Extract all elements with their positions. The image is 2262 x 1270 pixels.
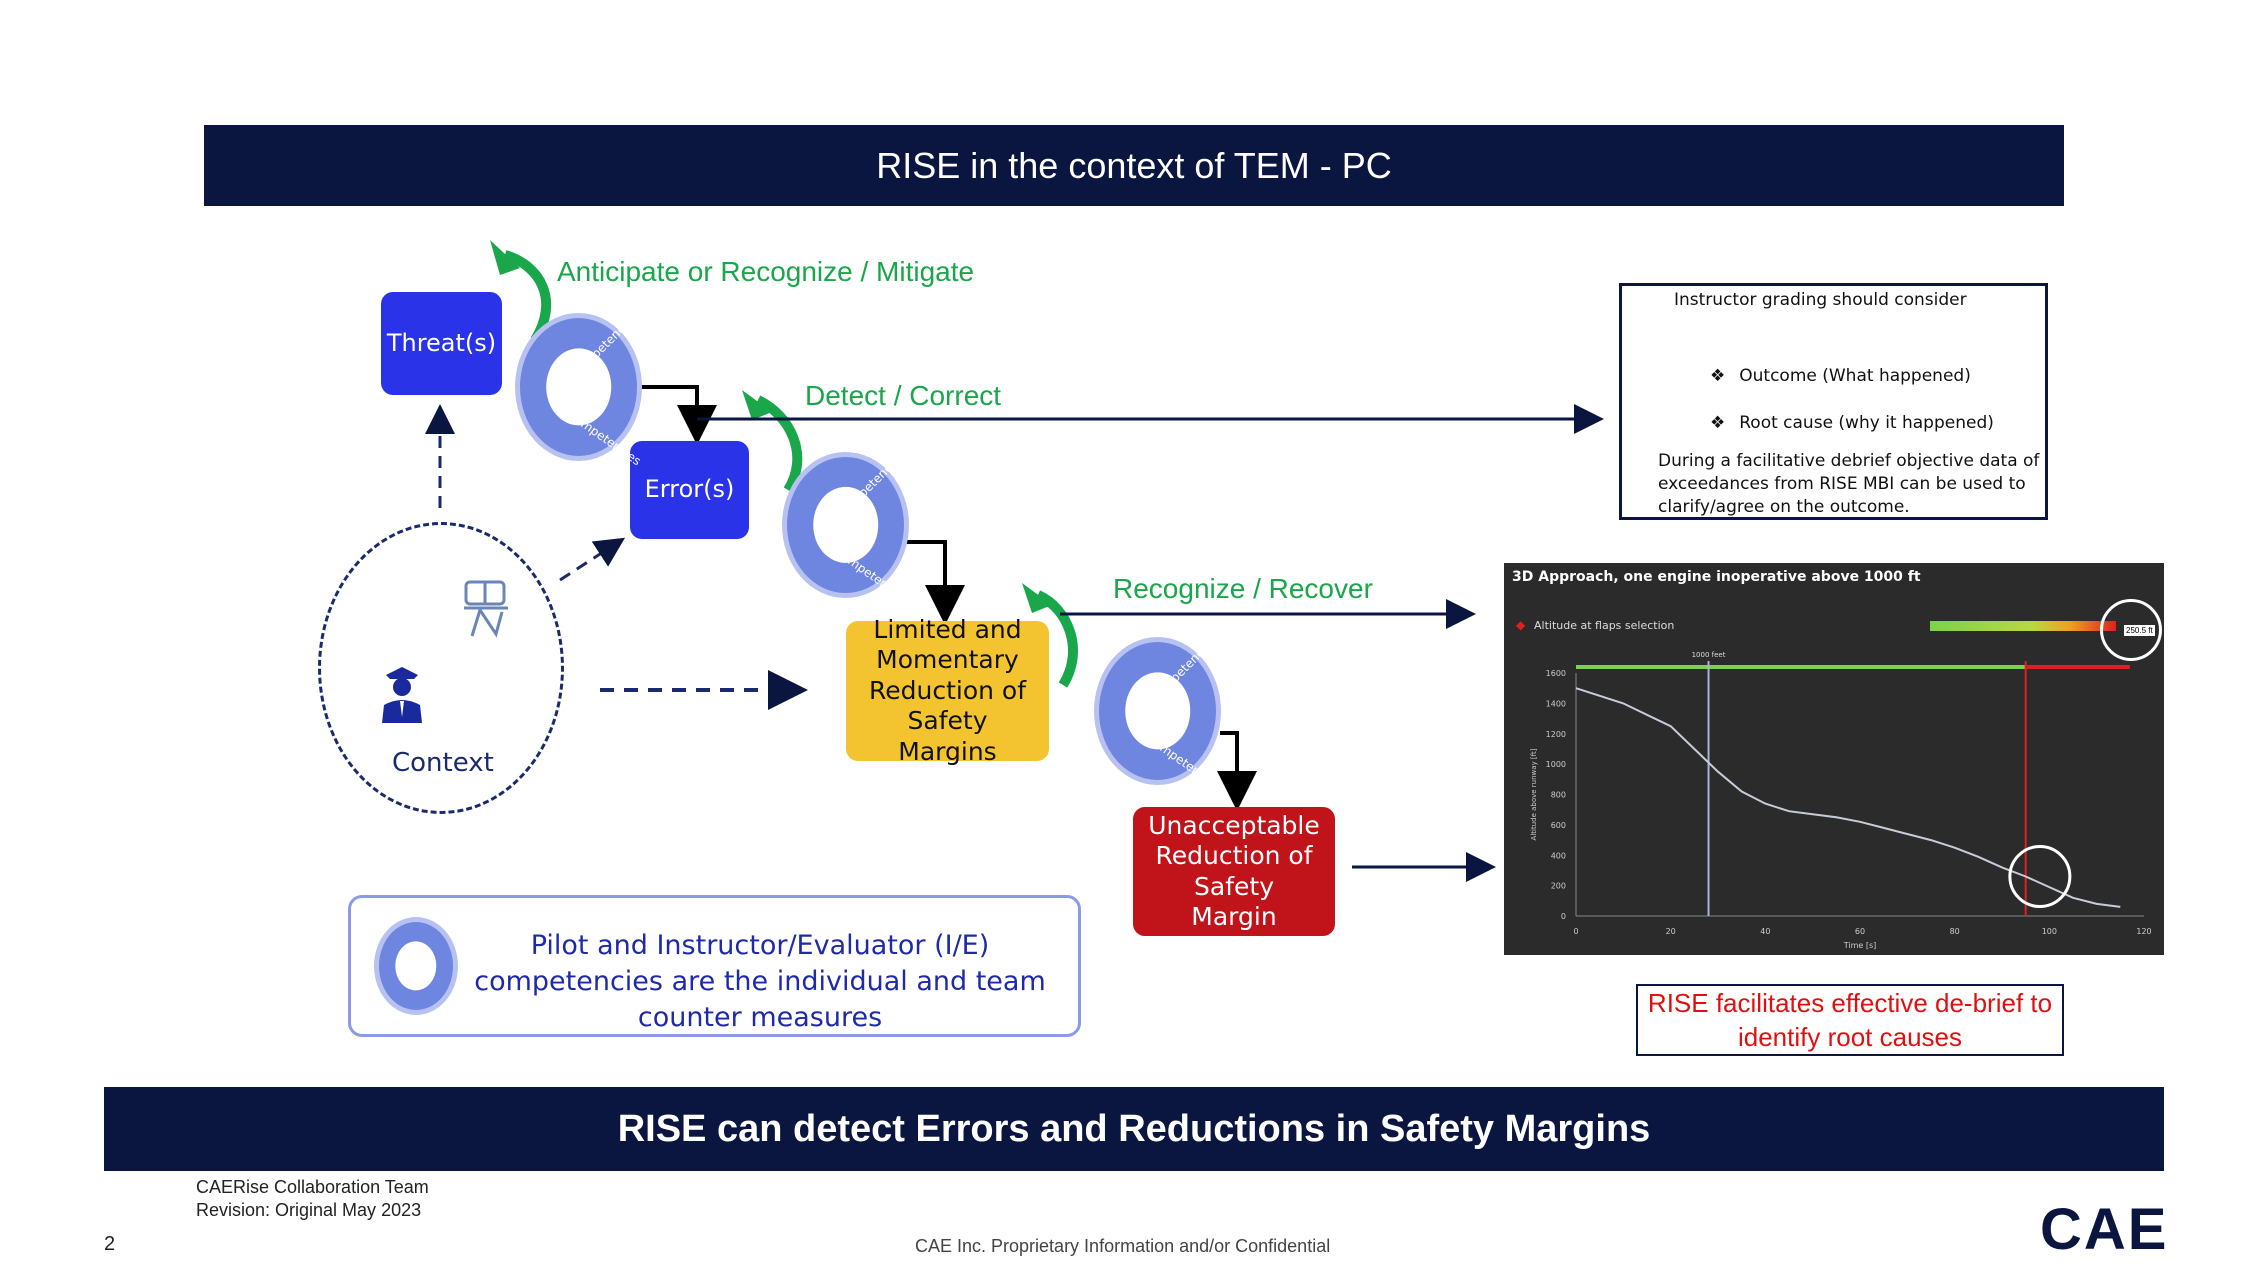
limited-reduction-box: Limited and Momentary Reduction of Safet… (846, 615, 1049, 766)
grading-paragraph: During a facilitative debrief objective … (1658, 451, 2040, 517)
y-tick-label: 1000 (1546, 760, 1566, 769)
detect-arrowhead (742, 390, 772, 420)
y-tick-label: 400 (1551, 851, 1566, 860)
legend-diamond-icon: ◆ (1516, 618, 1526, 632)
page-number: 2 (104, 1233, 116, 1255)
highlight-circle-crossing (2008, 845, 2072, 909)
limited-reduction-label: Limited and Momentary Reduction of Safet… (868, 614, 1027, 766)
unacceptable-reduction-label: Unacceptable Reduction of Safety Margin (1148, 810, 1320, 932)
pilot-icon (382, 667, 422, 723)
badge1-to-error (635, 385, 717, 445)
anticipate-label: Anticipate or Recognize / Mitigate (557, 256, 975, 287)
diamond-bullet-icon: ❖ (1710, 413, 1726, 433)
grading-bullet-text: Root cause (why it happened) (1739, 413, 1994, 433)
pilot-figure-icon (545, 348, 612, 426)
threat-box: Threat(s) (381, 292, 502, 395)
altitude-chart: 0 200 400 600 800 1000 1200 1400 1600 0 20 40 60 80 10… (1530, 651, 2152, 950)
chart-title: 3D Approach, one engine inoperative abov… (1512, 569, 1921, 585)
detect-label: Detect / Correct (805, 380, 1002, 411)
threat-label: Threat(s) (386, 328, 497, 357)
recognize-arrowhead (1022, 583, 1052, 613)
x-tick-label: 40 (1760, 927, 1770, 936)
legend-competency-badge (374, 917, 458, 1015)
context-label: Context (392, 748, 494, 778)
y-tick-label: 1200 (1546, 730, 1566, 739)
y-tick-label: 200 (1551, 882, 1566, 891)
error-label: Error(s) (644, 475, 735, 504)
x-tick-label: 120 (2136, 927, 2151, 936)
error-box: Error(s) (630, 441, 749, 539)
chart-panel: 3D Approach, one engine inoperative abov… (1504, 563, 2164, 955)
y-tick-label: 1600 (1546, 669, 1566, 678)
chart-legend: Altitude at flaps selection (1534, 619, 1675, 632)
y-tick-label: 800 (1551, 791, 1566, 800)
highlight-circle-gauge (2100, 599, 2162, 661)
pilot-figure-icon (1124, 672, 1191, 750)
altitude-series-line (1575, 687, 2121, 908)
aircraft-seat-icon (464, 580, 508, 638)
grading-bullet-1: ❖ Outcome (What happened) (1710, 366, 1971, 386)
pilot-figure-icon (395, 941, 437, 991)
context-circle (318, 522, 564, 814)
detect-arrow (755, 395, 803, 493)
competency-badge-2: Pilot competencies I/E competencies (782, 449, 911, 605)
bottom-banner: RISE can detect Errors and Reductions in… (104, 1087, 2164, 1171)
x-tick-label: 60 (1855, 927, 1865, 936)
recognize-label: Recognize / Recover (1113, 573, 1373, 604)
grading-heading: Instructor grading should consider (1674, 290, 1967, 310)
legend-box (348, 895, 1081, 1037)
competency-badge-3: Pilot competencies I/E competencies (1094, 634, 1223, 792)
footer-team: CAERise Collaboration Team (196, 1177, 429, 1197)
grading-bullet-2: ❖ Root cause (why it happened) (1710, 413, 1994, 433)
footer-revision: Revision: Original May 2023 (196, 1200, 422, 1220)
debrief-box: RISE facilitates effective de-brief to i… (1636, 984, 2064, 1056)
grading-bullet-text: Outcome (What happened) (1739, 366, 1971, 386)
x-tick-label: 100 (2042, 927, 2057, 936)
debrief-text: RISE facilitates effective de-brief to i… (1647, 988, 2053, 1052)
y-tick-label: 1400 (1546, 699, 1566, 708)
page-title: RISE in the context of TEM - PC (876, 144, 1392, 186)
x-tick-label: 80 (1950, 927, 1960, 936)
grading-box: Instructor grading should consider ❖ Outc… (1619, 283, 2048, 520)
x-tick-label: 20 (1666, 927, 1676, 936)
context-to-error (559, 537, 626, 582)
anticipate-arrowhead (490, 240, 520, 275)
recognize-arrow (1035, 590, 1078, 688)
diamond-bullet-icon: ❖ (1710, 366, 1726, 386)
y-tick-label: 0 (1561, 912, 1566, 921)
badge3-to-unacceptable (1217, 731, 1257, 811)
competency-badge-1: Pilot competencies I/E competencies (515, 310, 644, 468)
y-axis-label: Altitude above runway [ft] (1530, 748, 1538, 840)
legend-text: Pilot and Instructor/Evaluator (I/E) com… (474, 930, 1046, 1033)
cae-logo: CAE (2040, 1197, 2169, 1262)
bottom-banner-text: RISE can detect Errors and Reductions in… (617, 1107, 1651, 1150)
unacceptable-reduction-box: Unacceptable Reduction of Safety Margin (1133, 807, 1335, 936)
title-banner: RISE in the context of TEM - PC (204, 125, 2064, 206)
x-tick-label: 0 (1573, 927, 1578, 936)
pilot-figure-icon (812, 486, 879, 564)
gauge-bar (1930, 621, 2116, 631)
x-axis-label: Time [s] (1843, 941, 1877, 950)
vertical-marker-label: 1000 feet (1692, 651, 1726, 659)
footer-confidential: CAE Inc. Proprietary Information and/or … (915, 1236, 1331, 1256)
y-tick-label: 600 (1551, 821, 1566, 830)
